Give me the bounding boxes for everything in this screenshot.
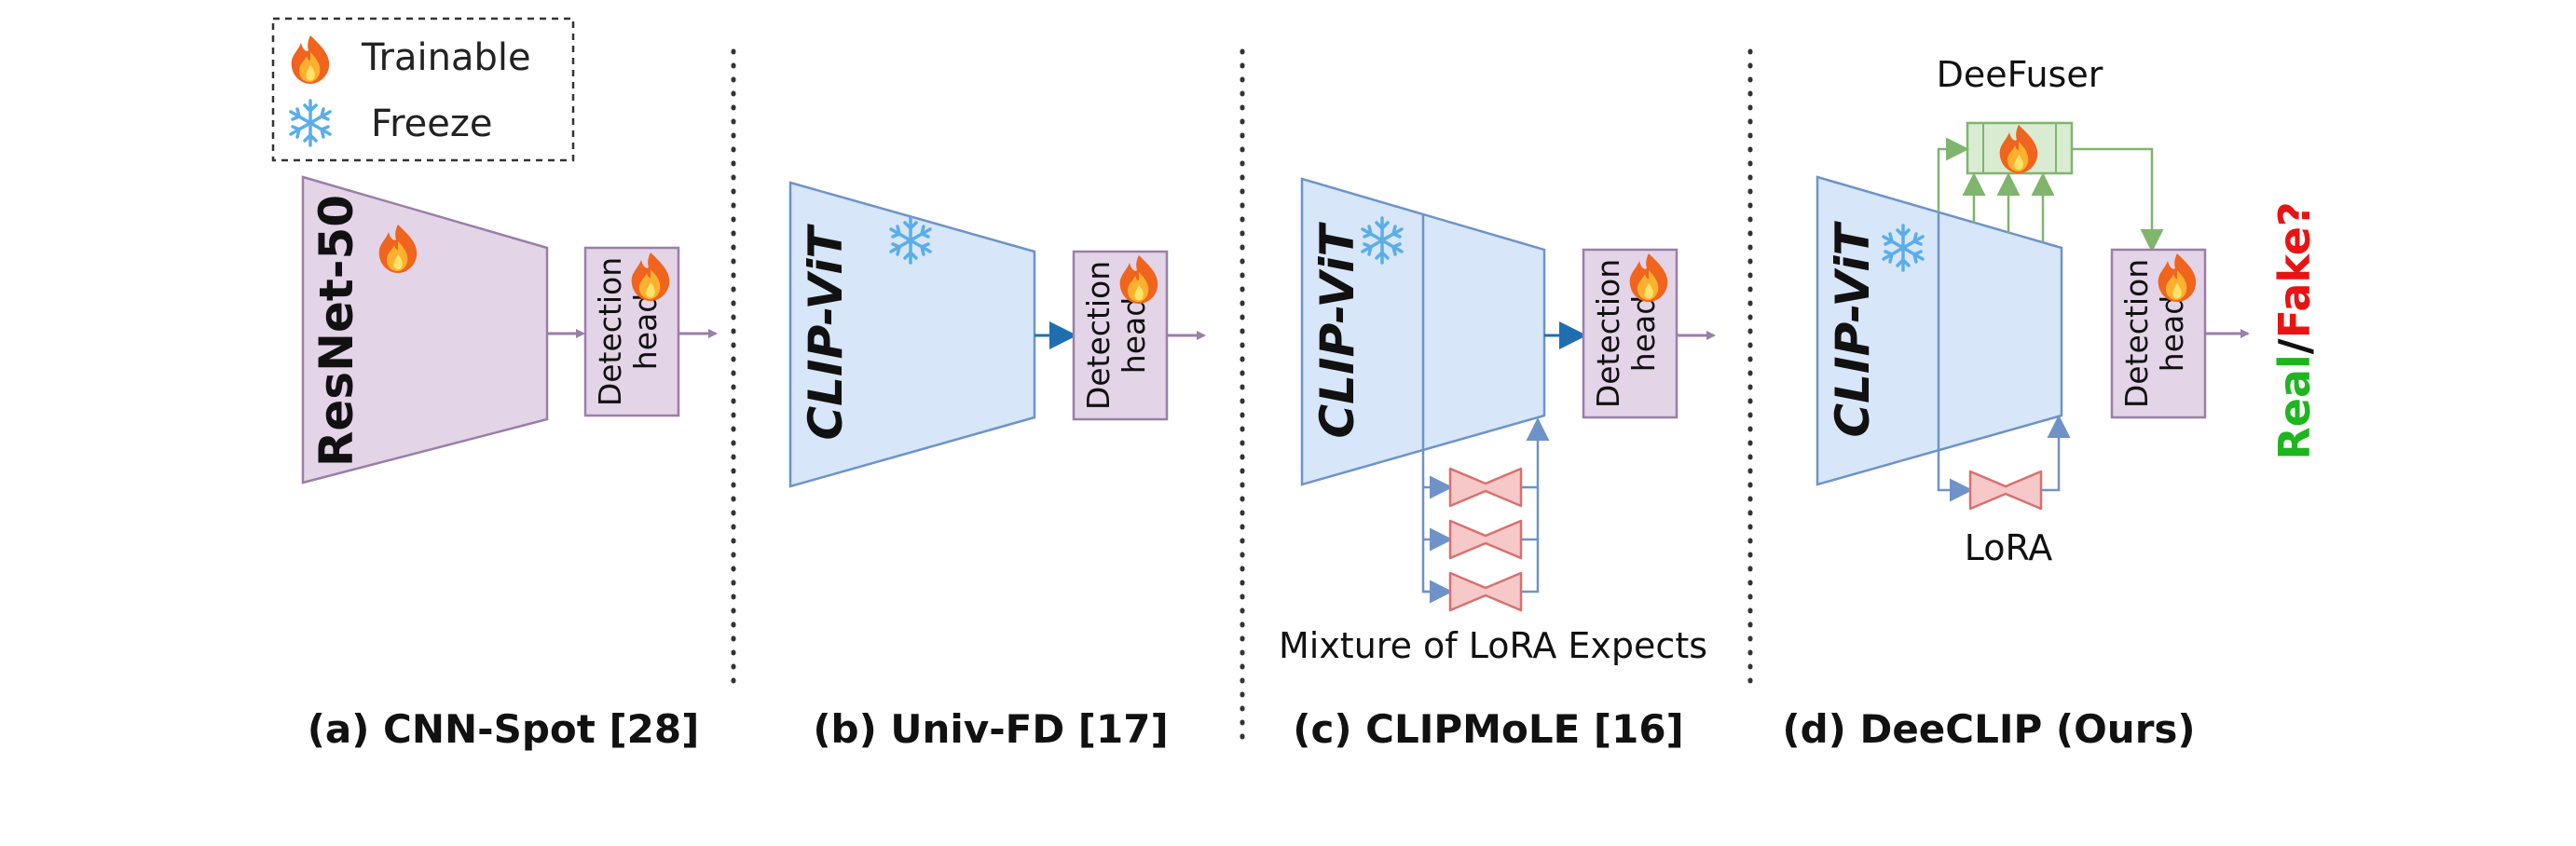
real-fake-output: Real/Fake? (2269, 201, 2320, 459)
fake-label: Fake (2269, 226, 2320, 338)
detection-head-line2: head (627, 293, 664, 370)
panel-a: ResNet-50 Detection head (a) CNN-Spot [2… (301, 175, 718, 752)
lora-experts (1421, 417, 1550, 612)
panel-b: CLIP-ViT Detection head (b) Univ-FD [17] (788, 181, 1206, 752)
question-label: ? (2269, 201, 2320, 226)
detection-head-line1: Detection (592, 257, 628, 406)
mixture-note: Mixture of LoRA Expects (1279, 625, 1707, 666)
lora-in (1937, 449, 1973, 502)
detection-head-line1: Detection (1590, 259, 1626, 408)
legend: Trainable Freeze (271, 17, 575, 162)
resnet-block (301, 175, 549, 484)
lora-expert-1 (1448, 467, 1523, 508)
lora-expert-2 (1448, 519, 1523, 560)
caption-a: (a) CNN-Spot [28] (308, 706, 700, 752)
real-label: Real (2269, 354, 2320, 459)
lora-block (1968, 470, 2043, 511)
caption-b: (b) Univ-FD [17] (813, 706, 1168, 752)
panel-separators (731, 48, 1753, 748)
legend-box (271, 17, 575, 162)
clip-vit-label: CLIP-ViT (799, 224, 853, 441)
clip-vit-block (788, 181, 1036, 488)
lora-expert-3 (1448, 571, 1523, 612)
slash-label: / (2269, 338, 2320, 354)
panel-c: CLIP-ViT Detection head Mixture of LoRA … (1279, 177, 1716, 752)
detection-head-line1: Detection (2118, 259, 2155, 408)
lora-label: LoRA (1965, 527, 2053, 568)
deefuser-connections (1937, 137, 2164, 252)
resnet-label: ResNet-50 (309, 195, 363, 467)
detection-head-line1: Detection (1080, 261, 1117, 410)
clip-vit-label: CLIP-ViT (1826, 221, 1880, 438)
legend-trainable-label: Trainable (361, 36, 531, 79)
detection-head-line2: head (2154, 295, 2190, 372)
caption-c: (c) CLIPMoLE [16] (1293, 706, 1683, 752)
legend-freeze-label: Freeze (371, 102, 493, 145)
lora-out (2041, 415, 2071, 492)
fire-icon (291, 35, 330, 84)
caption-d: (d) DeeCLIP (Ours) (1782, 706, 2195, 752)
detection-head-line2: head (1116, 297, 1152, 374)
snowflake-icon (289, 99, 332, 147)
detection-head-line2: head (1625, 295, 1662, 372)
panel-d: CLIP-ViT DeeFuser LoRA Detection head Re… (1782, 54, 2320, 752)
clip-vit-label: CLIP-ViT (1310, 222, 1364, 439)
deefuser-label: DeeFuser (1937, 54, 2103, 95)
